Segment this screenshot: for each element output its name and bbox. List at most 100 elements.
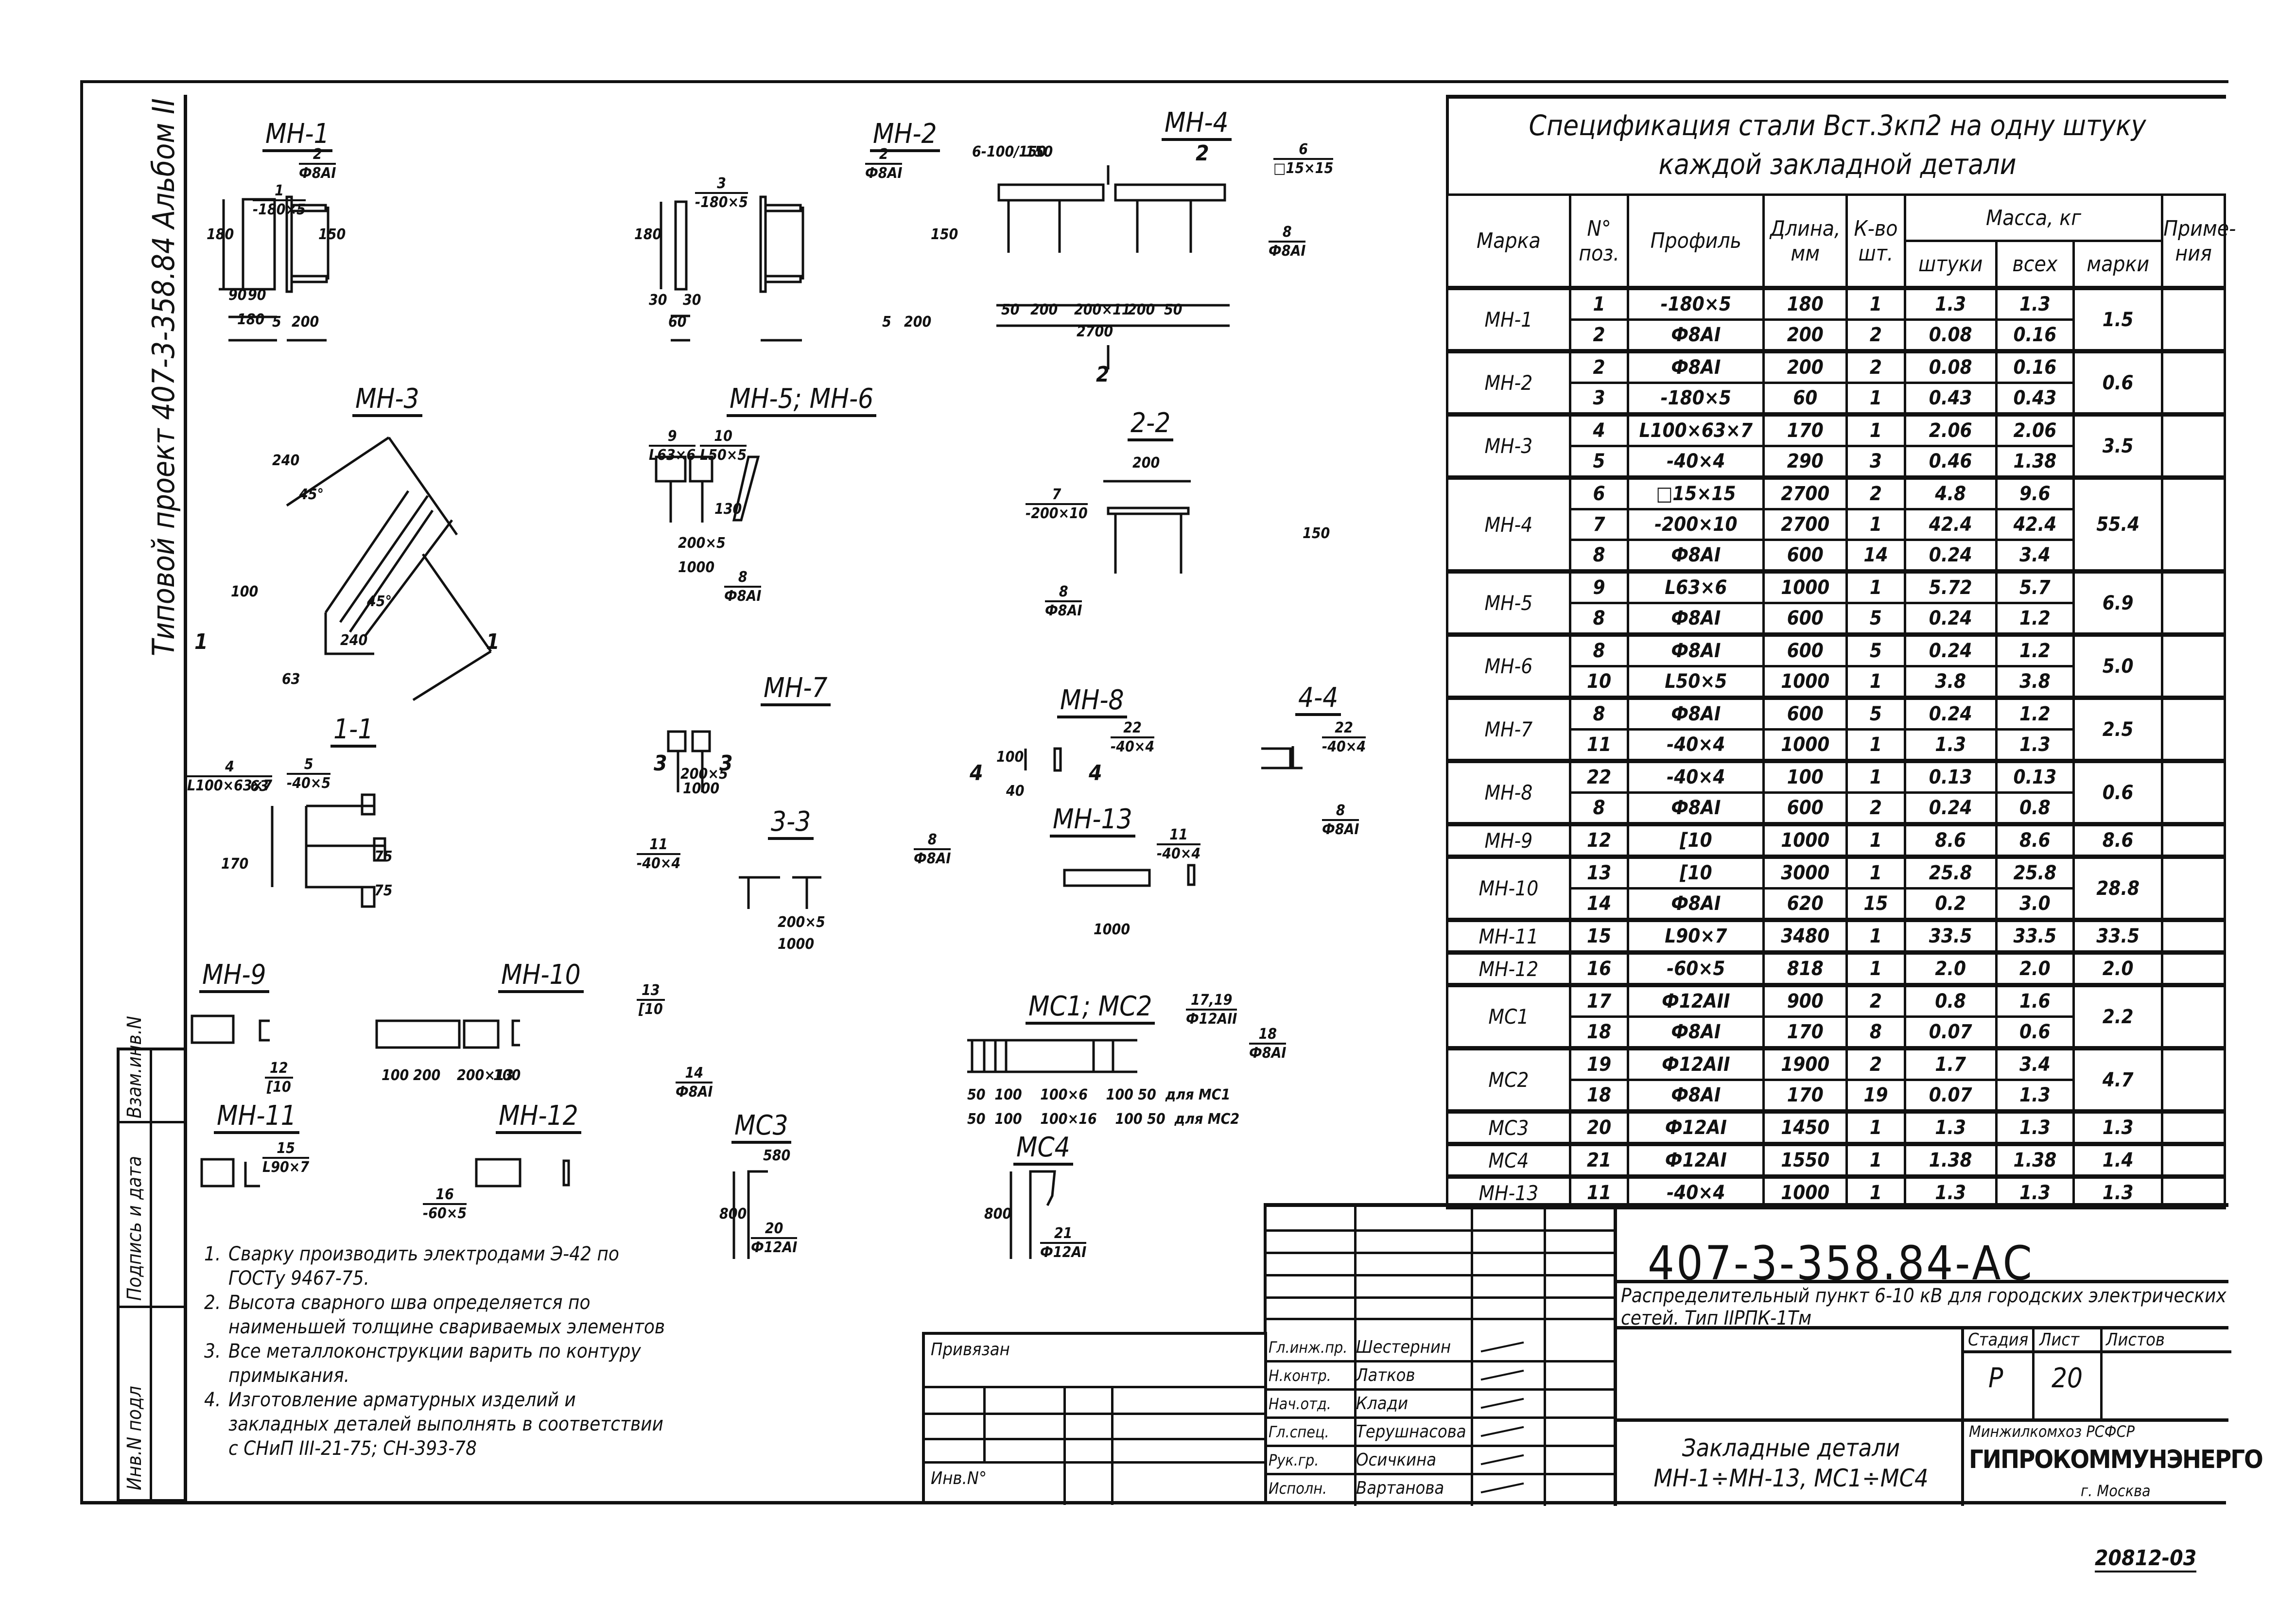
spec-cell-mass-all: 1.3 [1995, 286, 2075, 321]
spec-cell-mass-mark: 28.8 [2072, 855, 2164, 921]
spec-cell-qty: 5 [1845, 632, 1906, 667]
spec-cell-mass-all: 1.2 [1995, 632, 2075, 667]
spec-cell-length: 900 [1762, 983, 1848, 1018]
spec-cell-length: 2700 [1762, 508, 1848, 541]
spec-cell-mass-all: 0.16 [1995, 349, 2075, 384]
spec-cell-qty: 1 [1845, 950, 1906, 986]
dim-mn2-5: 5 [882, 314, 891, 331]
spec-cell-profile: Ф8АI [1627, 349, 1765, 384]
spec-cell-qty: 5 [1845, 602, 1906, 636]
spec-cell-mass-all: 1.38 [1995, 445, 2075, 479]
spec-cell-note [2161, 1046, 2226, 1113]
drawing-label-s22: 2-2 [1128, 408, 1174, 441]
spec-cell-mass-piece: 0.2 [1903, 887, 1998, 921]
signatory-role: Н.контр. [1269, 1366, 1331, 1385]
spec-cell-mass-all: 1.38 [1995, 1142, 2075, 1178]
margin-box-vzam: Взам.инв.N [123, 1016, 146, 1118]
drawing-label-mn2: МН-2 [870, 119, 940, 152]
spec-cell-qty: 15 [1845, 887, 1906, 921]
dim-mc2-row: 50 100 100×16 100 50 для МС2 [967, 1111, 1240, 1128]
spec-cell-length: 200 [1762, 349, 1848, 384]
privyazan-label: Привязан [931, 1340, 1010, 1360]
dim-mn10-200: 200 [413, 1067, 441, 1084]
spec-cell-qty: 1 [1845, 855, 1906, 890]
spec-cell-length: 3480 [1762, 918, 1848, 954]
spec-cell-pos: 8 [1568, 602, 1630, 636]
callout-mn8-pos22: 22-40×4 [1111, 719, 1155, 755]
dim-mn2-150: 150 [931, 226, 958, 243]
dim-mn4-50b: 50 [1164, 301, 1183, 318]
dim-mn8-40: 40 [1006, 783, 1025, 800]
drawing-s33 [739, 876, 821, 909]
spec-cell-mark: МС4 [1446, 1142, 1571, 1178]
spec-cell-qty: 2 [1845, 349, 1906, 384]
spec-cell-mass-piece: 0.07 [1903, 1079, 1998, 1113]
spec-title: Спецификация стали Вст.3кп2 на одну штук… [1446, 95, 2226, 193]
spec-cell-pos: 8 [1568, 791, 1630, 825]
spec-cell-profile: -40×4 [1627, 759, 1765, 794]
spec-cell-mark: МС1 [1446, 983, 1571, 1049]
spec-cell-mass-piece: 0.24 [1903, 602, 1998, 636]
organization: ГИПРОКОММУНЭНЕРГО [1969, 1445, 2263, 1474]
spec-cell-pos: 12 [1568, 822, 1630, 858]
spec-cell-mass-piece: 33.5 [1903, 918, 1998, 954]
spec-cell-mass-all: 8.6 [1995, 822, 2075, 858]
spec-cell-qty: 19 [1845, 1079, 1906, 1113]
frame-bottom [83, 1501, 2226, 1504]
spec-cell-profile: Ф8АI [1627, 1015, 1765, 1049]
spec-cell-pos: 1 [1568, 286, 1630, 321]
spec-cell-profile: Ф8АI [1627, 318, 1765, 352]
spec-cell-qty: 2 [1845, 475, 1906, 510]
drawing-label-s33: 3-3 [768, 807, 814, 840]
drawing-mc4 [1009, 1170, 1056, 1259]
dim-mn8-100: 100 [996, 749, 1024, 766]
spec-cell-note [2161, 918, 2226, 954]
spec-cell-mass-piece: 0.08 [1903, 318, 1998, 352]
spec-cell-length: 1550 [1762, 1142, 1848, 1178]
side-stamp-album: Альбом II [146, 98, 181, 228]
spec-cell-qty: 1 [1845, 822, 1906, 858]
spec-cell-qty: 2 [1845, 983, 1906, 1018]
spec-cell-mass-all: 1.3 [1995, 728, 2075, 762]
spec-cell-length: 170 [1762, 412, 1848, 447]
spec-cell-length: 1450 [1762, 1109, 1848, 1145]
plate-pos3 [674, 200, 688, 291]
drawing-label-mc4: МС4 [1013, 1133, 1073, 1166]
spec-cell-mass-piece: 2.06 [1903, 412, 1998, 447]
ministry: Минжилкомхоз РСФСР [1969, 1422, 2135, 1441]
col-header-pos: N° поз. [1568, 193, 1630, 289]
spec-cell-mass-piece: 42.4 [1903, 508, 1998, 541]
spec-cell-mass-mark: 8.6 [2072, 822, 2164, 858]
spec-cell-mass-piece: 0.24 [1903, 696, 1998, 731]
spec-cell-profile: -40×4 [1627, 728, 1765, 762]
dim-mn4-200x11: 200×11 [1074, 301, 1131, 318]
dim-mc1-row: 50 100 100×6 100 50 для МС1 [967, 1086, 1231, 1103]
spec-cell-mass-all: 9.6 [1995, 475, 2075, 510]
spec-cell-profile: Ф12АI [1627, 1109, 1765, 1145]
section-mark-4-left: 4 [970, 761, 983, 786]
spec-cell-profile: Ф8АI [1627, 539, 1765, 573]
drawing-mc3 [732, 1170, 768, 1259]
dim-mn1-180h: 180 [237, 311, 265, 328]
spec-cell-note [2161, 569, 2226, 636]
spec-cell-mass-mark: 2.2 [2072, 983, 2164, 1049]
spec-cell-mass-all: 3.4 [1995, 1046, 2075, 1081]
spec-cell-mass-piece: 1.7 [1903, 1046, 1998, 1081]
spec-cell-mass-all: 1.3 [1995, 1079, 2075, 1113]
callout-mn12-pos16: 16-60×5 [423, 1186, 467, 1222]
dim-mn1-200: 200 [292, 314, 319, 331]
dim-mn4-200b: 200 [1128, 301, 1155, 318]
drawing-label-s44: 4-4 [1295, 683, 1341, 716]
spec-cell-pos: 8 [1568, 539, 1630, 573]
